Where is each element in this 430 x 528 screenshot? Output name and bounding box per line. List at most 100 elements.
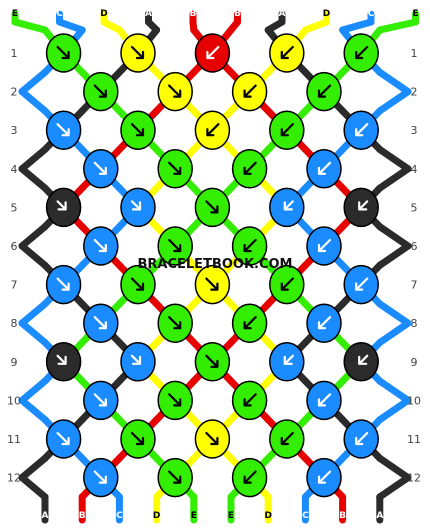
knot	[45, 342, 82, 382]
forward-arrow-icon	[56, 45, 70, 60]
strand-segment	[18, 68, 49, 96]
strand-segment	[11, 18, 49, 34]
backward-arrow-icon	[317, 316, 332, 330]
row-label-left: 5	[11, 201, 18, 214]
string-letter-tag: D	[100, 9, 107, 19]
forward-arrow-icon	[93, 316, 107, 330]
strand-segment	[376, 319, 412, 346]
backward-arrow-icon	[280, 431, 294, 446]
strand-segment	[18, 88, 49, 115]
strand-segment	[376, 223, 412, 250]
row-label-right: 9	[411, 356, 418, 369]
string-letter-tag: E	[191, 511, 197, 521]
row-label-right: 3	[411, 124, 418, 137]
knot	[194, 264, 231, 305]
strand-segment	[18, 223, 49, 250]
backward-arrow-icon	[206, 123, 220, 137]
knot	[231, 303, 268, 343]
backward-arrow-icon	[243, 84, 257, 98]
knot-layer	[45, 33, 379, 498]
string-letter-tag: C	[302, 511, 309, 521]
knot	[269, 187, 305, 228]
backward-arrow-icon	[317, 470, 332, 484]
knot	[157, 457, 193, 498]
string-letter-tag: D	[323, 9, 330, 19]
strand-segment	[376, 88, 412, 115]
backward-arrow-icon	[317, 161, 332, 175]
string-letter-tag: B	[79, 511, 86, 521]
strand-segment	[339, 18, 375, 34]
forward-arrow-icon	[168, 161, 182, 175]
knot	[269, 342, 305, 382]
forward-arrow-icon	[93, 161, 107, 175]
forward-arrow-icon	[168, 238, 182, 253]
strand-segment	[376, 396, 412, 424]
string-letter-tag: A	[145, 9, 152, 19]
backward-arrow-icon	[317, 393, 332, 407]
knot	[120, 187, 156, 228]
knot	[83, 149, 119, 189]
strand-segment	[376, 300, 412, 327]
knot	[306, 380, 342, 421]
strand-segment	[301, 18, 330, 34]
knot	[83, 380, 119, 421]
knot	[194, 110, 231, 150]
string-letter-tag: B	[234, 9, 241, 19]
knot	[194, 187, 231, 228]
string-letter-tag: A	[279, 9, 286, 19]
forward-arrow-icon	[205, 354, 219, 368]
knot	[83, 226, 119, 266]
row-label-right: 12	[407, 472, 421, 485]
row-label-right: 10	[407, 394, 421, 407]
forward-arrow-icon	[205, 277, 219, 291]
row-label-left: 4	[11, 163, 18, 176]
knot	[157, 71, 193, 112]
strand-segment	[376, 165, 412, 192]
string-letter-tag: E	[12, 9, 18, 19]
row-label-left: 2	[11, 86, 18, 99]
forward-arrow-icon	[56, 431, 70, 446]
strand-segment	[18, 377, 49, 404]
forward-arrow-icon	[93, 238, 107, 253]
forward-arrow-icon	[130, 123, 145, 137]
backward-arrow-icon	[317, 238, 332, 253]
knot	[343, 110, 379, 150]
backward-forward-arrow-icon	[358, 354, 369, 365]
knot	[269, 33, 305, 73]
string-letter-tag: B	[190, 9, 197, 19]
row-label-left: 9	[11, 356, 18, 369]
knot	[120, 33, 156, 73]
forward-arrow-icon	[168, 316, 182, 330]
backward-arrow-icon	[355, 431, 369, 446]
knot	[45, 33, 82, 73]
knot	[157, 149, 193, 189]
strand-segment	[18, 454, 49, 482]
row-label-right: 8	[411, 317, 418, 330]
knot	[120, 342, 156, 382]
strand-segment	[376, 18, 419, 34]
strand-segment	[18, 242, 49, 269]
backward-arrow-icon	[280, 277, 294, 291]
forward-arrow-icon	[93, 470, 107, 484]
string-letter-tag: E	[412, 9, 418, 19]
strand-segment	[18, 165, 49, 192]
knot	[120, 419, 156, 459]
row-label-left: 10	[7, 394, 21, 407]
knot	[194, 342, 231, 382]
knot	[269, 419, 305, 459]
strand-segment	[56, 18, 86, 34]
backward-arrow-icon	[243, 470, 257, 484]
knot	[343, 264, 379, 305]
strand-segment	[18, 396, 49, 424]
knot	[269, 264, 305, 305]
knot	[157, 380, 193, 421]
knot	[231, 380, 268, 421]
forward-arrow-icon	[93, 84, 107, 98]
string-letter-tag: A	[376, 511, 383, 521]
row-label-right: 7	[411, 279, 418, 292]
knot	[269, 110, 305, 150]
knot	[306, 457, 342, 498]
forward-arrow-icon	[168, 393, 182, 407]
